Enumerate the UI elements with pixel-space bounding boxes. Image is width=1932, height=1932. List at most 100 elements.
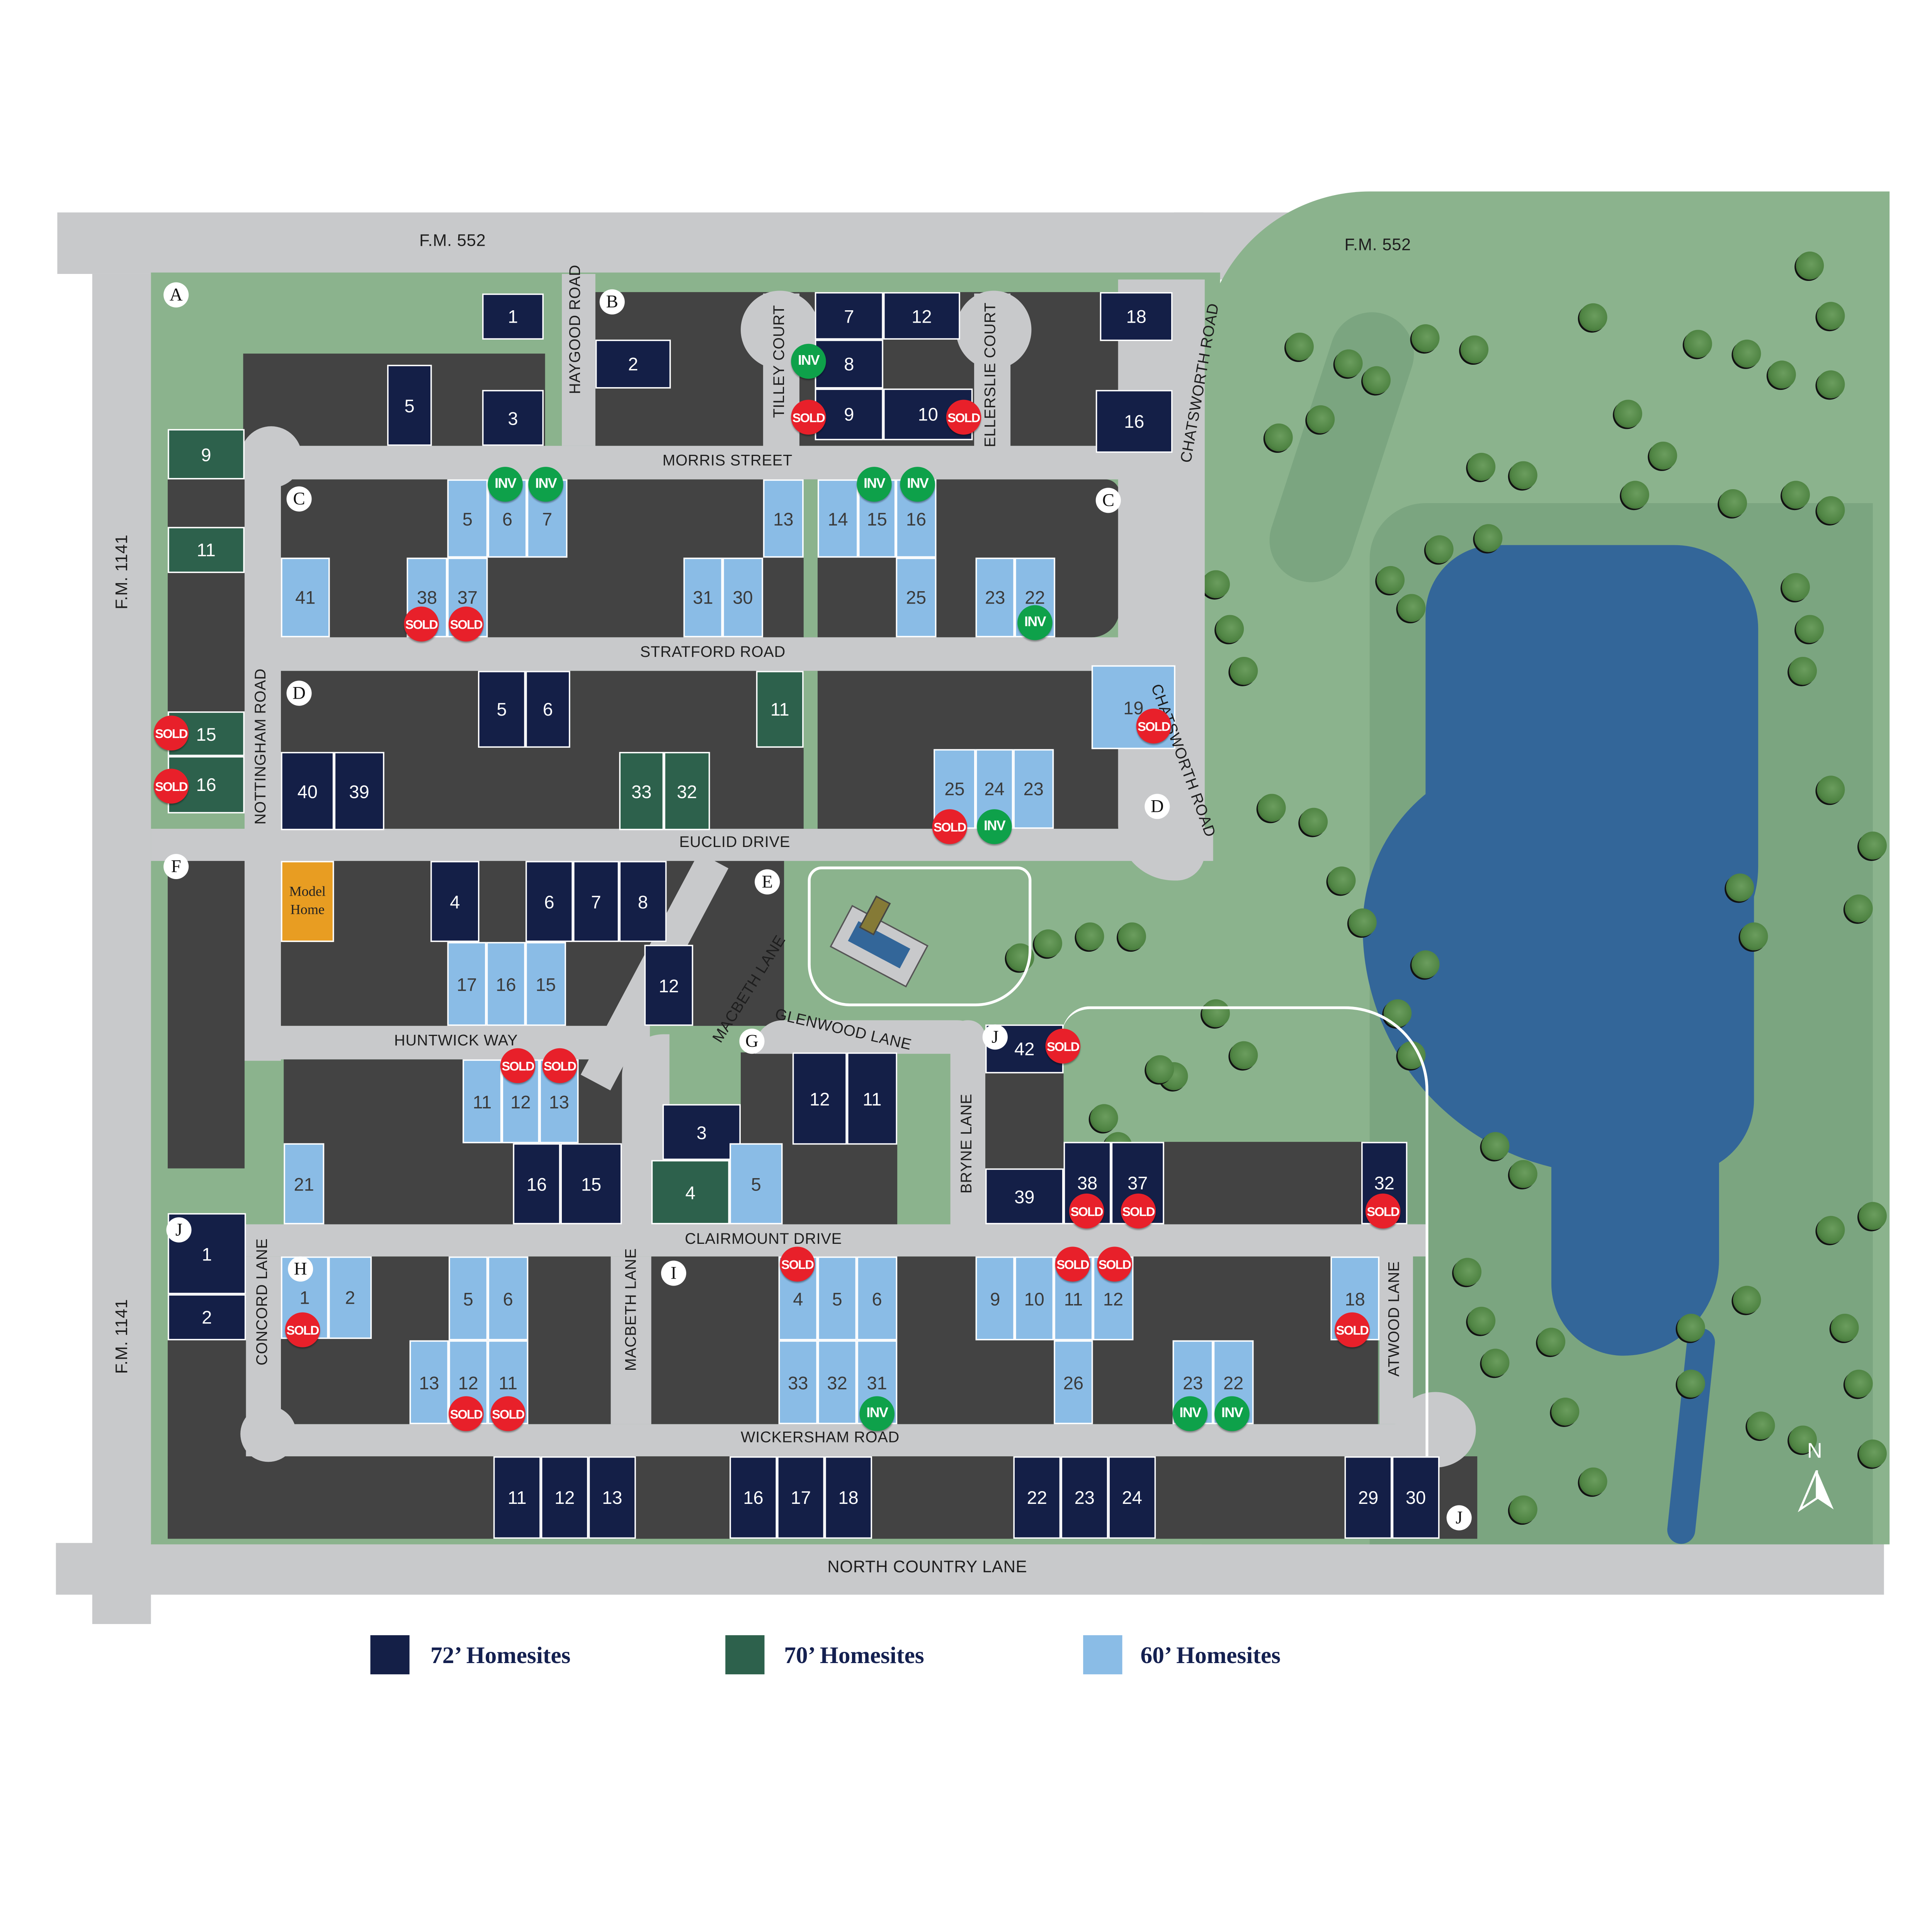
homesite-lot[interactable]: 30	[722, 558, 763, 638]
homesite-lot[interactable]: 23	[975, 558, 1015, 638]
homesite-lot[interactable]: 40	[281, 752, 334, 830]
homesite-lot[interactable]: 11	[847, 1052, 898, 1145]
homesite-lot[interactable]: 12	[541, 1456, 588, 1539]
homesite-lot[interactable]: 23	[1061, 1456, 1109, 1539]
homesite-lot[interactable]: 11	[756, 671, 804, 748]
homesite-lot[interactable]: 23	[1013, 749, 1054, 829]
lot-number: 6	[872, 1288, 882, 1309]
homesite-lot[interactable]: 6	[488, 1256, 529, 1340]
homesite-lot[interactable]: 13	[763, 479, 804, 558]
homesite-lot[interactable]: 4	[651, 1160, 730, 1225]
homesite-lot[interactable]: 11	[168, 527, 245, 573]
homesite-lot[interactable]: 1	[482, 293, 544, 340]
homesite-lot[interactable]: 5	[478, 671, 526, 748]
homesite-lot[interactable]: 5	[730, 1143, 783, 1225]
homesite-lot[interactable]: 5	[387, 365, 432, 446]
road-nottingham	[244, 446, 281, 1061]
homesite-lot[interactable]: 15	[525, 942, 566, 1026]
sold-badge: SOLD	[791, 400, 826, 435]
legend-swatch-70	[725, 1635, 765, 1675]
homesite-lot[interactable]: 14	[817, 479, 858, 558]
homesite-lot[interactable]: 2	[595, 339, 671, 389]
homesite-lot[interactable]: 25	[896, 558, 937, 638]
homesite-lot[interactable]: 3	[662, 1104, 741, 1160]
homesite-lot[interactable]: 8	[619, 861, 667, 942]
homesite-lot[interactable]: 2	[168, 1294, 246, 1340]
homesite-lot[interactable]: 21	[284, 1143, 325, 1225]
tree-icon	[1230, 1041, 1258, 1070]
homesite-lot[interactable]: 30	[1392, 1456, 1440, 1539]
homesite-lot[interactable]: 22	[1013, 1456, 1061, 1539]
inventory-badge: INV	[1214, 1396, 1250, 1431]
homesite-lot[interactable]: 3	[482, 390, 544, 446]
homesite-lot[interactable]: 32	[664, 752, 710, 830]
homesite-lot[interactable]: 18	[1100, 292, 1173, 341]
homesite-lot[interactable]: 16	[1095, 390, 1173, 453]
homesite-lot[interactable]: 9	[975, 1256, 1015, 1340]
homesite-lot[interactable]: 5	[449, 1256, 488, 1340]
homesite-lot[interactable]: 32	[817, 1340, 857, 1424]
lot-number: 16	[496, 973, 516, 995]
homesite-lot[interactable]: 12	[883, 292, 960, 340]
homesite-lot[interactable]: 6	[525, 671, 570, 748]
lot-number: 5	[497, 699, 507, 720]
homesite-lot[interactable]: 41	[281, 558, 330, 638]
tree-icon	[1614, 400, 1642, 428]
homesite-lot[interactable]: 13	[409, 1340, 449, 1424]
road-bryne	[950, 1020, 985, 1227]
homesite-lot[interactable]: 17	[447, 942, 486, 1026]
homesite-lot[interactable]: 12	[644, 945, 694, 1026]
lot-number: 1	[299, 1287, 310, 1308]
tree-icon	[1509, 461, 1537, 489]
homesite-lot[interactable]: 16	[486, 942, 526, 1026]
homesite-lot[interactable]: 12	[792, 1052, 847, 1145]
lot-number: 41	[295, 587, 316, 608]
homesite-lot[interactable]: 16	[730, 1456, 777, 1539]
homesite-lot[interactable]: 17	[777, 1456, 825, 1539]
homesite-lot[interactable]: 33	[619, 752, 664, 830]
lot-number: 12	[1103, 1288, 1124, 1309]
homesite-lot[interactable]: 9	[168, 429, 245, 480]
homesite-lot[interactable]: 10	[1014, 1256, 1054, 1340]
homesite-lot[interactable]: 19	[1091, 665, 1175, 749]
homesite-lot[interactable]: 24	[1108, 1456, 1156, 1539]
lot-number: 25	[906, 587, 927, 608]
tree-icon	[1376, 566, 1405, 594]
tree-icon	[1328, 866, 1356, 895]
homesite-lot[interactable]: 4	[430, 861, 480, 942]
lot-number: 5	[404, 395, 415, 416]
model-home[interactable]: Model Home	[281, 861, 334, 942]
tree-icon	[1425, 535, 1454, 563]
label-fm552-east: F.M. 552	[1344, 235, 1411, 255]
block-f	[168, 854, 245, 1168]
homesite-lot[interactable]: 5	[817, 1256, 857, 1340]
lot-number: 25	[944, 778, 965, 799]
homesite-lot[interactable]: 18	[825, 1456, 872, 1539]
homesite-lot[interactable]: 7	[573, 861, 619, 942]
homesite-lot[interactable]: 2	[328, 1256, 372, 1339]
lot-number: 9	[844, 404, 854, 425]
homesite-lot[interactable]: 1	[168, 1213, 246, 1294]
model-home-line1: Model	[289, 884, 326, 900]
homesite-lot[interactable]: 39	[334, 752, 384, 830]
lot-number: 1	[508, 306, 518, 327]
homesite-lot[interactable]: 13	[588, 1456, 636, 1539]
homesite-lot[interactable]: 16	[513, 1143, 561, 1225]
homesite-lot[interactable]: 15	[560, 1143, 622, 1225]
homesite-lot[interactable]: 33	[778, 1340, 818, 1424]
homesite-lot[interactable]: 7	[815, 292, 883, 340]
homesite-lot[interactable]: 11	[463, 1059, 502, 1143]
tree-icon	[1859, 1439, 1887, 1468]
tree-icon	[1034, 929, 1062, 957]
homesite-lot[interactable]: 8	[815, 339, 883, 389]
homesite-lot[interactable]: 5	[447, 479, 488, 558]
sold-badge: SOLD	[1335, 1312, 1370, 1347]
homesite-lot[interactable]: 31	[683, 558, 723, 638]
homesite-lot[interactable]: 29	[1344, 1456, 1392, 1539]
homesite-lot[interactable]: 11	[493, 1456, 541, 1539]
lot-number: 16	[743, 1487, 764, 1508]
homesite-lot[interactable]: 26	[1054, 1340, 1093, 1424]
homesite-lot[interactable]: 39	[985, 1168, 1064, 1225]
homesite-lot[interactable]: 6	[857, 1256, 898, 1340]
homesite-lot[interactable]: 6	[525, 861, 573, 942]
